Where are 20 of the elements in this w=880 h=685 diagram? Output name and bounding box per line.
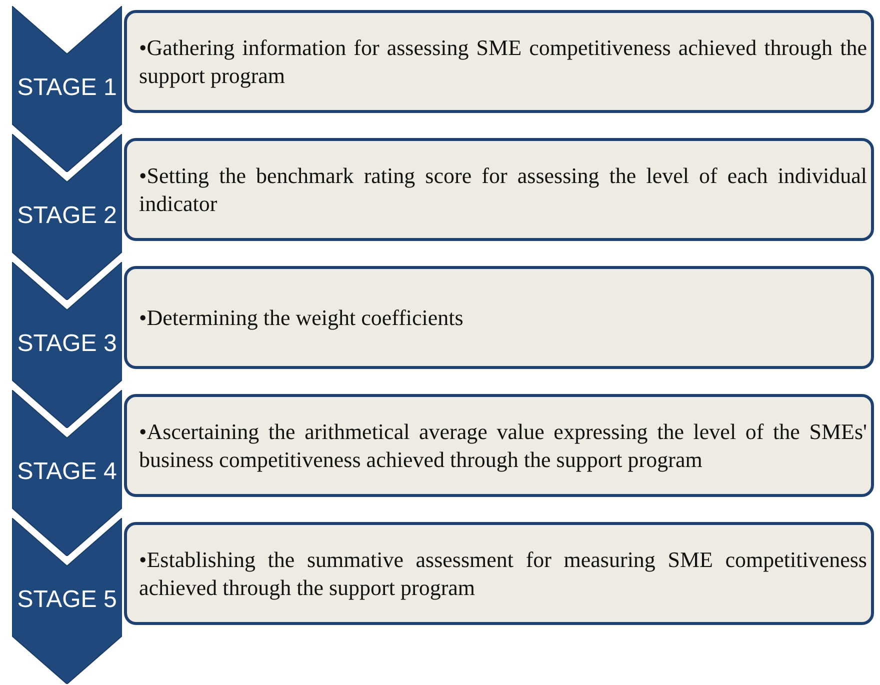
step-text: •Determining the weight coefficients — [139, 304, 464, 332]
step-text: •Setting the benchmark rating score for assessing the level of each individual indicator — [139, 162, 867, 218]
step-text: •Gathering information for assessing SME competitiveness achieved through the support program — [139, 34, 867, 90]
step-box — [124, 138, 874, 241]
chevron-shape — [12, 262, 122, 428]
step-text: •Ascertaining the arithmetical average value expressing the level of the SMEs' business competitiveness achieved through the support program — [139, 418, 867, 474]
step-box — [124, 10, 874, 113]
stage-label: STAGE 3 — [16, 330, 118, 358]
chevron-shape — [12, 390, 122, 556]
stage-label: STAGE 2 — [16, 202, 118, 230]
step-text: •Establishing the summative assessment for measuring SME competitiveness achieved through the support program — [139, 546, 867, 602]
stage-label: STAGE 1 — [16, 74, 118, 102]
chevron-shape — [12, 518, 122, 684]
stage-label: STAGE 5 — [16, 586, 118, 614]
chevron-shape — [12, 6, 122, 172]
step-box — [124, 266, 874, 369]
step-box — [124, 394, 874, 497]
chevron-shape — [12, 134, 122, 300]
step-box — [124, 522, 874, 625]
stage-label: STAGE 4 — [16, 458, 118, 486]
